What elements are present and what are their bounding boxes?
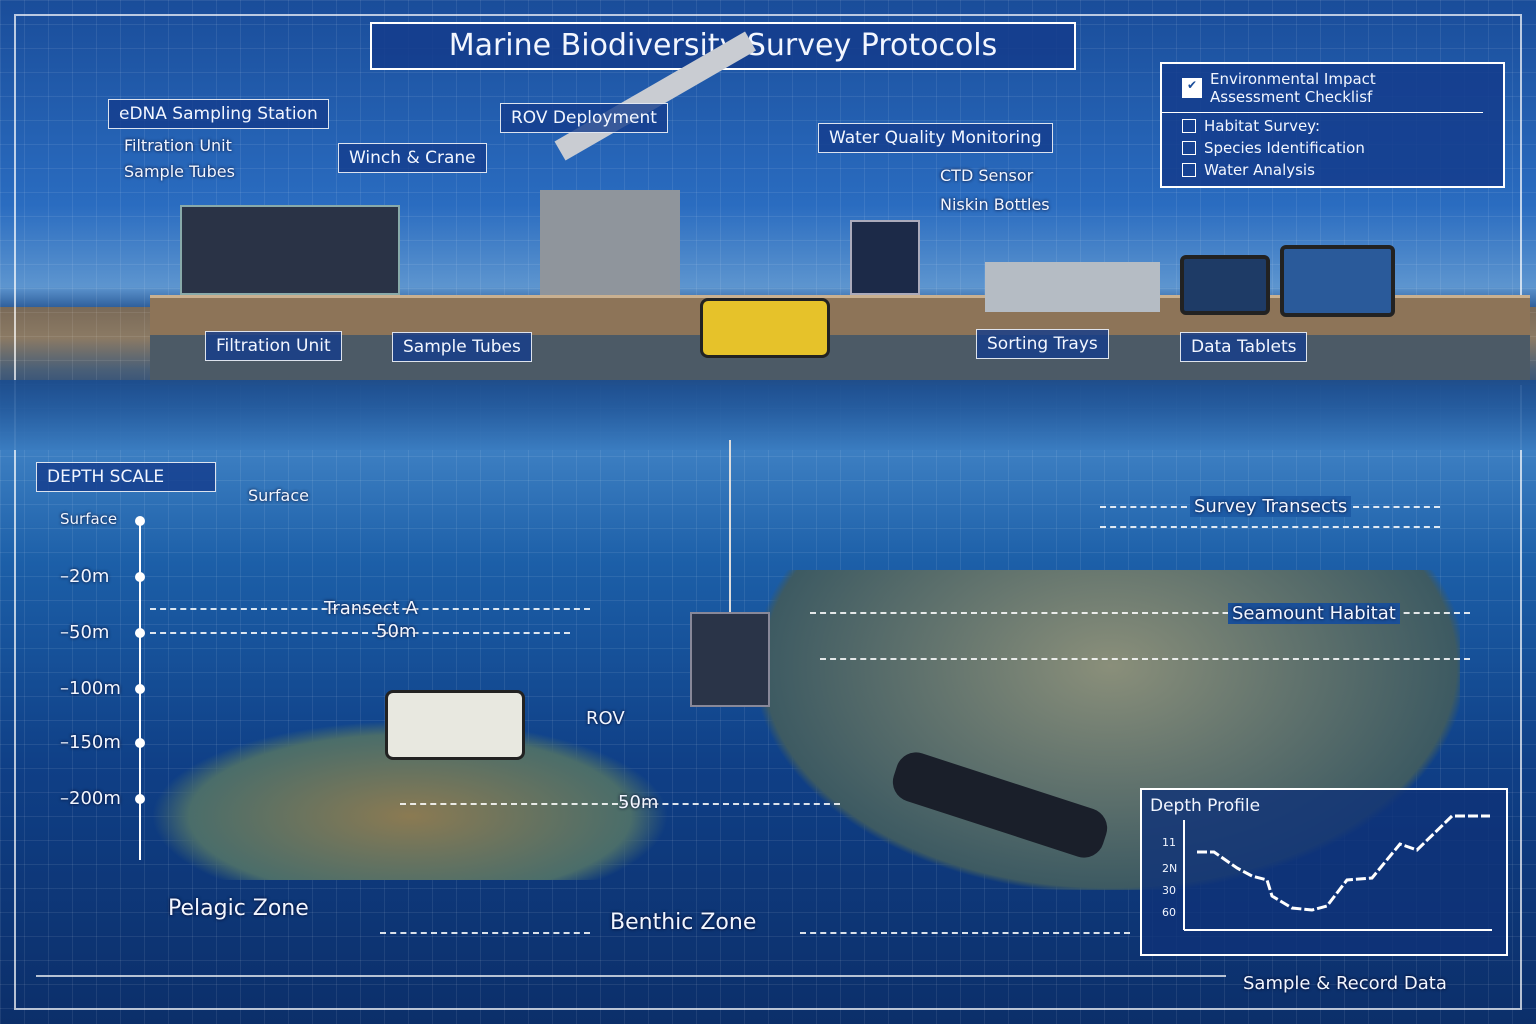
- depth-mark-dot: [135, 738, 145, 748]
- tether-line: [729, 440, 731, 612]
- depth-mark-dot: [135, 794, 145, 804]
- edna-station-label: eDNA Sampling Station: [108, 99, 329, 129]
- sample-record-label: Sample & Record Data: [1243, 973, 1447, 994]
- transect-a-label: Transect A: [324, 598, 418, 619]
- benthic-zone-label: Benthic Zone: [610, 910, 757, 935]
- depth-mark-dot: [135, 628, 145, 638]
- ship-hull: [150, 335, 1530, 385]
- depth-mark-label: –50m: [60, 622, 110, 643]
- outer-frame: [14, 14, 1522, 1010]
- filtration-equipment: [180, 205, 400, 295]
- survey-transects-label: Survey Transects: [1190, 496, 1352, 517]
- checkbox-checked-icon[interactable]: ✔: [1182, 78, 1202, 98]
- checkbox[interactable]: [1182, 141, 1196, 155]
- wave-band: [0, 380, 1536, 450]
- depth-profile-panel: Depth Profile 11 2N 30 60: [1140, 788, 1508, 956]
- depth-mark-dot: [135, 516, 145, 526]
- water-quality-item: Niskin Bottles: [940, 195, 1050, 214]
- tablet-icon: [1180, 255, 1270, 315]
- data-tablets-label: Data Tablets: [1180, 332, 1308, 362]
- rov-deployment-label: ROV Deployment: [500, 103, 668, 133]
- checklist-title: Environmental Impact Assessment Checklis…: [1210, 70, 1376, 106]
- sorting-tray-icon: [985, 262, 1160, 312]
- sample-tubes-label: Sample Tubes: [392, 332, 532, 362]
- rov-deck-icon: [700, 298, 830, 358]
- edna-item: Filtration Unit: [124, 136, 232, 155]
- checkbox[interactable]: [1182, 163, 1196, 177]
- sorting-trays-label: Sorting Trays: [976, 329, 1109, 359]
- checklist-item: Water Analysis: [1204, 161, 1315, 179]
- depth-mark-label: –200m: [60, 788, 121, 809]
- eia-checklist: ✔ Environmental Impact Assessment Checkl…: [1160, 62, 1505, 188]
- bottom-distance-label: 50m: [618, 792, 659, 813]
- ctd-rosette-icon: [850, 220, 920, 295]
- rov-icon: [385, 690, 525, 760]
- depth-profile-title: Depth Profile: [1150, 796, 1261, 816]
- depth-mark-dot: [135, 684, 145, 694]
- depth-mark-label: Surface: [60, 510, 118, 528]
- tablet-icon: [1280, 245, 1395, 317]
- filtration-unit-label: Filtration Unit: [205, 331, 342, 361]
- seamount-habitat-label: Seamount Habitat: [1228, 603, 1400, 624]
- profile-y-tick: 60: [1162, 906, 1176, 919]
- depth-mark-label: –100m: [60, 678, 121, 699]
- profile-line: [1197, 814, 1490, 912]
- checklist-item: Habitat Survey:: [1204, 117, 1321, 135]
- crane-base: [540, 190, 680, 295]
- profile-y-tick: 11: [1162, 836, 1176, 849]
- depth-mark-label: –20m: [60, 566, 110, 587]
- water-quality-label: Water Quality Monitoring: [818, 123, 1053, 153]
- rosette-sampler-icon: [690, 612, 770, 707]
- rov-label: ROV: [586, 708, 625, 729]
- depth-mark-label: –150m: [60, 732, 121, 753]
- water-quality-item: CTD Sensor: [940, 166, 1034, 185]
- transect-a-length: 50m: [376, 621, 417, 642]
- edna-item: Sample Tubes: [124, 162, 235, 181]
- depth-scale-title: DEPTH SCALE: [36, 462, 216, 492]
- checklist-item: Species Identification: [1204, 139, 1365, 157]
- pelagic-zone-label: Pelagic Zone: [168, 896, 309, 921]
- profile-y-tick: 30: [1162, 884, 1176, 897]
- winch-crane-label: Winch & Crane: [338, 143, 487, 173]
- depth-profile-plot: [1183, 814, 1492, 931]
- profile-y-tick: 2N: [1162, 862, 1178, 875]
- footer-rule: [36, 975, 1226, 977]
- surface-tag: Surface: [248, 486, 309, 505]
- checkbox[interactable]: [1182, 119, 1196, 133]
- depth-mark-dot: [135, 572, 145, 582]
